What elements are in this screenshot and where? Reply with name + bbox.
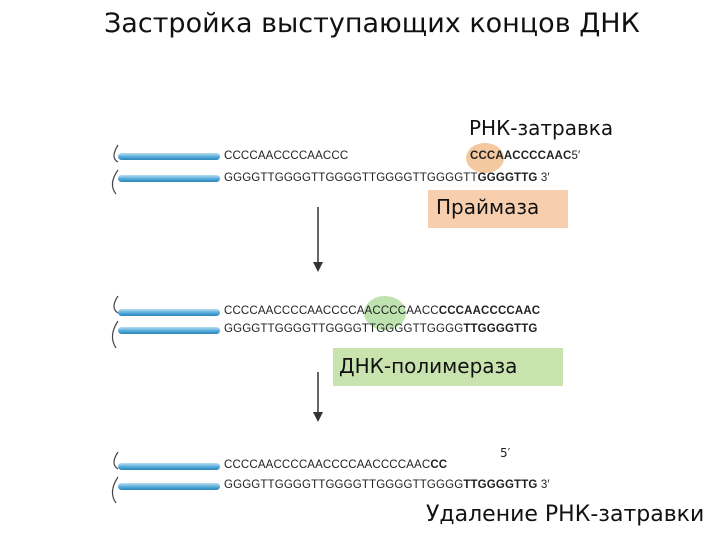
strand-end-curve bbox=[111, 320, 119, 349]
rna-primer-label: РНК-затравка bbox=[469, 116, 614, 140]
strand-end-curve bbox=[111, 476, 119, 504]
rna-primer-sequence: CCCAACCCCAAC5′ bbox=[470, 150, 581, 162]
strand-end-curve bbox=[113, 451, 119, 470]
sequence-bottom: GGGGTTGGGGTTGGGGTTGGGGTTGGGGTTGGGGTTG 3′ bbox=[224, 479, 550, 491]
rna-primer-blob bbox=[466, 143, 504, 173]
polymerase-blob bbox=[364, 296, 406, 330]
dna-strand-top bbox=[118, 309, 220, 316]
dna-strand-bottom bbox=[118, 483, 220, 490]
sequence-top: CCCCAACCCCAACCCCAACCCCAACCC bbox=[224, 459, 448, 471]
arrow-head bbox=[313, 412, 323, 422]
primer-removal-label: Удаление РНК-затравки bbox=[426, 502, 705, 527]
page-title: Застройка выступающих концов ДНК bbox=[104, 8, 640, 39]
sequence-top: CCCCAACCCCAACCC bbox=[224, 150, 349, 162]
sequence-bottom: GGGGTTGGGGTTGGGGTTGGGGTTGGGGTTGGGGTTG bbox=[224, 323, 538, 335]
dna-strand-bottom bbox=[118, 175, 220, 182]
strand-end-curve bbox=[111, 169, 119, 195]
primase-box: Праймаза bbox=[428, 190, 568, 228]
polymerase-box: ДНК-полимераза bbox=[333, 348, 563, 386]
strand-end-curve bbox=[113, 144, 119, 163]
dna-strand-bottom bbox=[118, 327, 220, 334]
dna-strand-top bbox=[118, 153, 220, 160]
dna-strand-top bbox=[118, 463, 220, 470]
sequence-top: CCCCAACCCCAACCCCAACCCCAACCCCCAACCCCAAC bbox=[224, 305, 541, 317]
strand-end-curve bbox=[113, 295, 119, 314]
five-prime-label: 5′ bbox=[500, 446, 511, 460]
arrow-head bbox=[313, 262, 323, 272]
sequence-bottom: GGGGTTGGGGTTGGGGTTGGGGTTGGGGTTGGGGTTG 3′ bbox=[224, 172, 550, 184]
